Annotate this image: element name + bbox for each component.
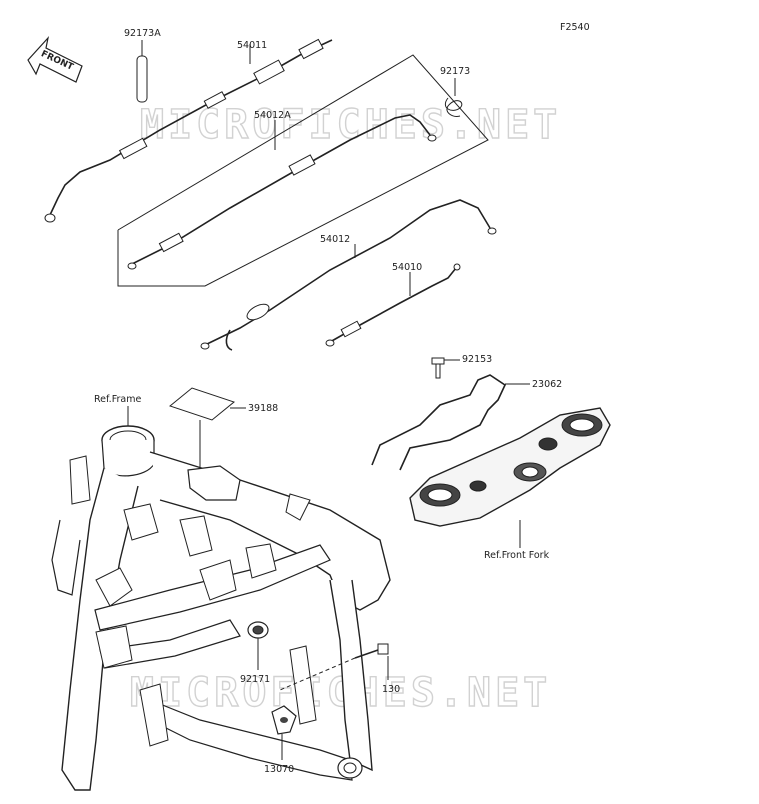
front-arrow-icon: FRONT [27,35,83,83]
group-box [117,54,489,287]
part-54012-cable [200,199,497,351]
label-54010: 54010 [392,262,422,273]
label-54012: 54012 [320,234,350,245]
part-92173A-clip [136,40,148,103]
label-92153: 92153 [462,354,492,365]
label-54012A: 54012A [254,110,291,121]
part-54010-cable [325,263,461,347]
part-54012A-cable [127,114,437,270]
part-92171-clamp [247,621,269,670]
label-13070: 13070 [264,764,294,775]
label-54011: 54011 [237,40,267,51]
watermark-top: MICROFICHES.NET [140,102,561,148]
label-92171: 92171 [240,674,270,685]
label-ref-frame: Ref.Frame [94,394,141,405]
label-130: 130 [382,684,400,695]
label-39188: 39188 [248,403,278,414]
label-23062: 23062 [532,379,562,390]
part-92153-bolt [431,357,460,379]
label-92173: 92173 [440,66,470,77]
part-frame [51,425,391,791]
part-54011-cable [44,38,333,223]
part-130-bolt [279,643,389,691]
label-92173A: 92173A [124,28,161,39]
watermark-bottom: MICROFICHES.NET [130,670,551,716]
part-92173-clip [444,78,463,117]
part-39188-label [168,387,246,468]
label-ref-front-fork: Ref.Front Fork [484,550,550,561]
part-13070-guide [271,705,297,760]
part-23062-bracket [371,374,530,471]
figure-id: F2540 [560,22,590,33]
part-fork-top-bracket [409,407,611,548]
